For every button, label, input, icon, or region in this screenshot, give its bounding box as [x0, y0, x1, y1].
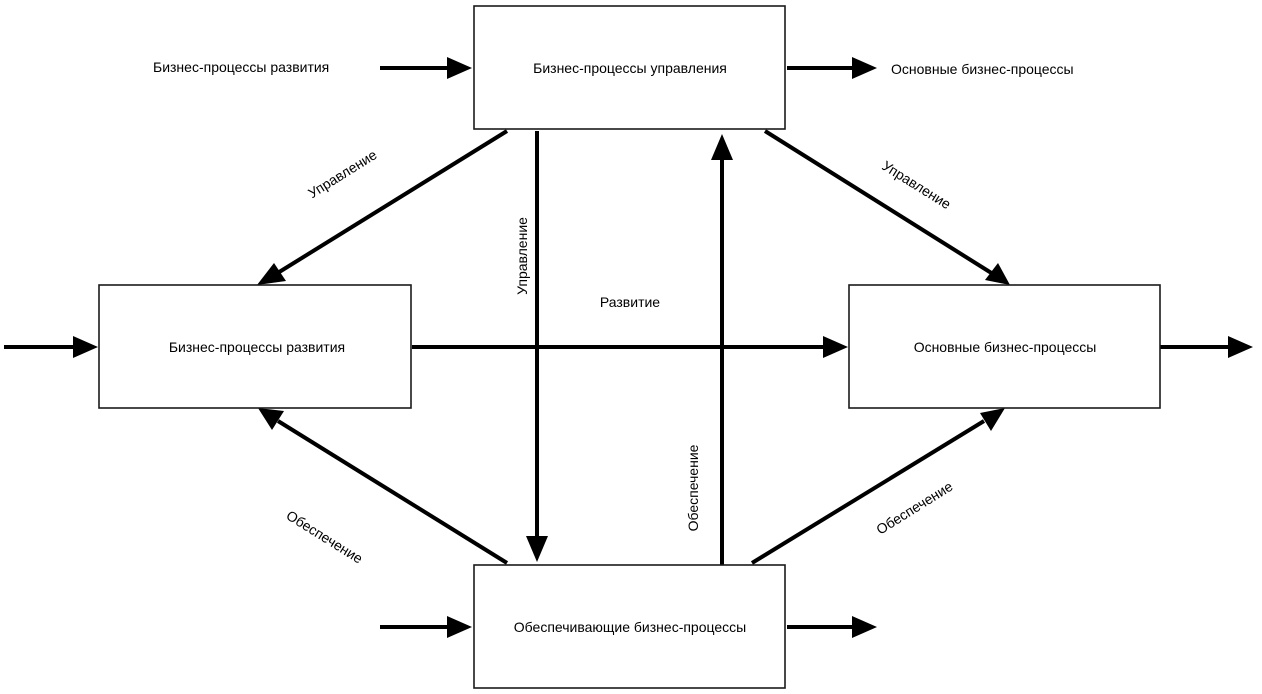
- development-label: Бизнес-процессы развития: [169, 339, 345, 355]
- core-label: Основные бизнес-процессы: [914, 339, 1097, 355]
- edge-label-development-to-core: Развитие: [600, 294, 660, 310]
- arrow-head: [823, 336, 848, 358]
- core-box: [848, 284, 1161, 409]
- management-output-label: Основные бизнес-процессы: [891, 61, 1074, 77]
- arrow-head: [852, 616, 877, 638]
- edge-label-support-to-core: Обеспечение: [873, 478, 955, 538]
- management-box: [473, 5, 786, 130]
- edge-label-management-to-support: Управление: [514, 217, 530, 295]
- edge-label-management-to-development: Управление: [305, 146, 380, 201]
- management-label: Бизнес-процессы управления: [533, 60, 727, 76]
- management-to-core-line: [763, 129, 995, 276]
- arrow-head: [711, 134, 733, 160]
- support-label: Обеспечивающие бизнес-процессы: [514, 619, 746, 635]
- edge-label-management-to-core: Управление: [879, 157, 954, 212]
- support-node: Обеспечивающие бизнес-процессы: [473, 564, 786, 689]
- management-to-development-line: [274, 129, 509, 276]
- edge-label-support-to-development: Обеспечение: [284, 507, 366, 567]
- arrow-heads: [73, 57, 1253, 638]
- support-to-development-line: [276, 419, 509, 565]
- arrow-head: [257, 263, 286, 285]
- arrow-head: [1228, 336, 1253, 358]
- arrow-head: [980, 408, 1005, 431]
- support-to-core-line: [750, 419, 986, 565]
- support-box: [473, 564, 786, 689]
- edge-label-support-to-management: Обеспечение: [685, 444, 701, 531]
- arrow-head: [258, 408, 284, 430]
- arrow-head: [852, 57, 877, 79]
- management-input-label: Бизнес-процессы развития: [153, 59, 329, 75]
- development-box: [98, 284, 412, 409]
- arrow-head: [447, 616, 472, 638]
- development-node: Бизнес-процессы развития: [98, 284, 412, 409]
- arrow-head: [447, 57, 472, 79]
- management-node: Бизнес-процессы управления: [473, 5, 786, 130]
- core-node: Основные бизнес-процессы: [848, 284, 1161, 409]
- arrow-head: [73, 336, 98, 358]
- connector-lines: [4, 66, 1230, 629]
- arrow-head: [526, 536, 548, 562]
- arrow-head: [985, 263, 1010, 285]
